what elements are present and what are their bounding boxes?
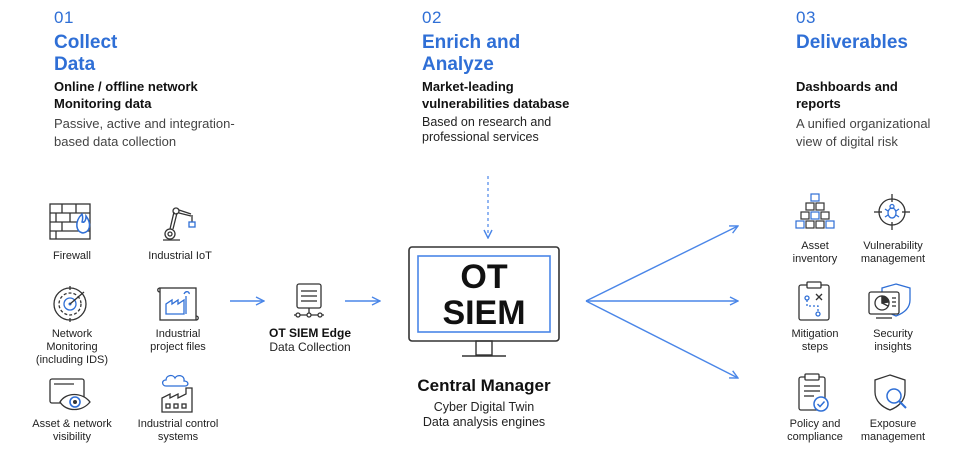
deliverable-label: Security insights	[873, 328, 913, 353]
robot-arm-icon	[160, 202, 200, 242]
source-label: Asset & network visibility	[32, 418, 112, 443]
source-label: Firewall	[53, 250, 91, 262]
asset-blocks-icon	[794, 192, 836, 232]
central-manager: Central Manager Cyber Digital Twin Data …	[388, 376, 580, 430]
central-manager-title: Central Manager	[417, 376, 551, 395]
monitor-screen-text: OT SIEM	[442, 258, 526, 332]
arrow-to-deliverable-top	[585, 226, 738, 302]
arrow-to-deliverable-bottom	[585, 300, 738, 378]
step-subheading: Online / offline network Monitoring data	[54, 79, 198, 111]
source-label: Industrial project files	[150, 328, 206, 353]
source-label: Industrial IoT	[148, 250, 212, 262]
deliverable-label: Exposure management	[860, 418, 926, 443]
step-enrich: 02 Enrich and Analyze Market-leading vul…	[422, 8, 662, 145]
step-description: Based on research and professional servi…	[422, 115, 552, 144]
step-description: Passive, active and integration- based d…	[54, 116, 235, 149]
deliverable-label: Mitigation steps	[791, 328, 839, 353]
clipboard-plan-icon	[796, 280, 832, 322]
edge-title: OT SIEM Edge	[268, 326, 351, 340]
deliverable-label: Asset inventory	[792, 240, 838, 265]
deliverable-label: Policy and compliance	[787, 418, 843, 443]
step-deliverables: 03 Deliverables Dashboards and reports A…	[796, 8, 971, 151]
eye-monitor-icon	[48, 376, 94, 414]
server-node-icon	[292, 282, 326, 320]
central-manager-desc: Cyber Digital Twin Data analysis engines	[422, 400, 546, 429]
firewall-icon	[48, 202, 94, 242]
shield-search-icon	[872, 372, 912, 414]
step-heading: Enrich and Analyze	[422, 32, 521, 75]
step-subheading: Market-leading vulnerabilities database	[422, 79, 570, 111]
step-description: A unified organizational view of digital…	[796, 116, 931, 149]
step-collect: 01 Collect Data Online / offline network…	[54, 8, 294, 151]
source-label: Industrial control systems	[137, 418, 219, 443]
crosshair-bug-icon	[872, 192, 912, 232]
shield-chart-icon	[866, 280, 916, 322]
siem-monitor: OT SIEM	[408, 246, 560, 357]
edge-label: OT SIEM Edge Data Collection	[252, 326, 368, 354]
blueprint-icon	[156, 284, 200, 324]
step-number: 03	[796, 8, 816, 27]
edge-subtitle: Data Collection	[269, 340, 351, 354]
step-heading: Collect Data	[54, 32, 118, 75]
factory-cloud-icon	[158, 372, 198, 414]
step-number: 01	[54, 8, 74, 27]
checklist-icon	[796, 372, 832, 414]
step-number: 02	[422, 8, 442, 27]
deliverable-label: Vulnerability management	[860, 240, 926, 265]
step-heading: Deliverables	[796, 32, 908, 53]
step-subheading: Dashboards and reports	[796, 79, 898, 111]
source-label: Network Monitoring (including IDS)	[35, 328, 109, 366]
radar-icon	[50, 284, 90, 324]
